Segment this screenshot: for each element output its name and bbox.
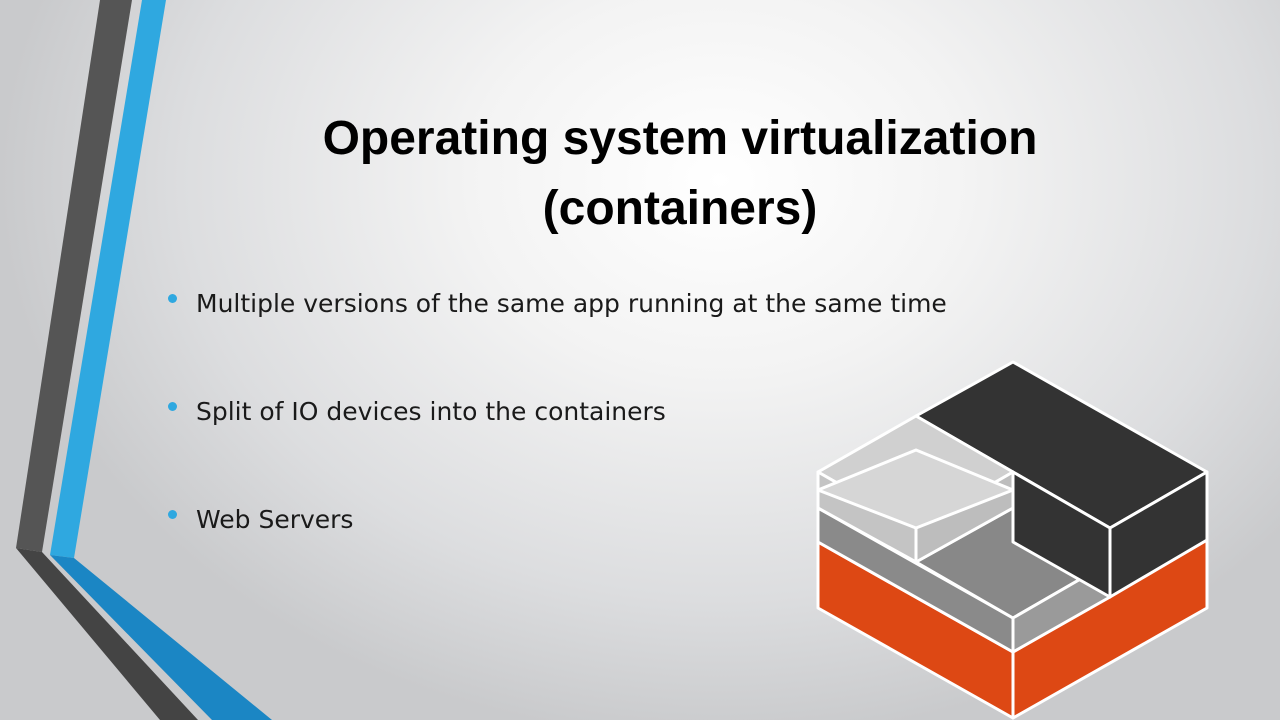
- bullet-dot-icon: [168, 510, 177, 519]
- dark-right-face: [1108, 470, 1209, 599]
- bullet-text: Web Servers: [196, 505, 354, 534]
- bullet-item: Web Servers: [168, 498, 947, 606]
- bullet-dot-icon: [168, 294, 177, 303]
- bullet-dot-icon: [168, 402, 177, 411]
- light-inner-cube-top: [816, 448, 1015, 530]
- blue-stripe: [50, 0, 166, 558]
- blue-diagonal-stripe: [50, 555, 272, 720]
- bullet-item: Multiple versions of the same app runnin…: [168, 282, 947, 390]
- bullet-list: Multiple versions of the same app runnin…: [168, 282, 947, 606]
- bullet-text: Multiple versions of the same app runnin…: [196, 289, 947, 318]
- bullet-item: Split of IO devices into the containers: [168, 390, 947, 498]
- slide-title: Operating system virtualization (contain…: [230, 104, 1130, 244]
- gray-diagonal-stripe: [16, 548, 198, 720]
- bullet-text: Split of IO devices into the containers: [196, 397, 666, 426]
- title-line-2: (containers): [542, 182, 818, 235]
- title-line-1: Operating system virtualization: [322, 112, 1038, 165]
- gray-stripe: [16, 0, 132, 552]
